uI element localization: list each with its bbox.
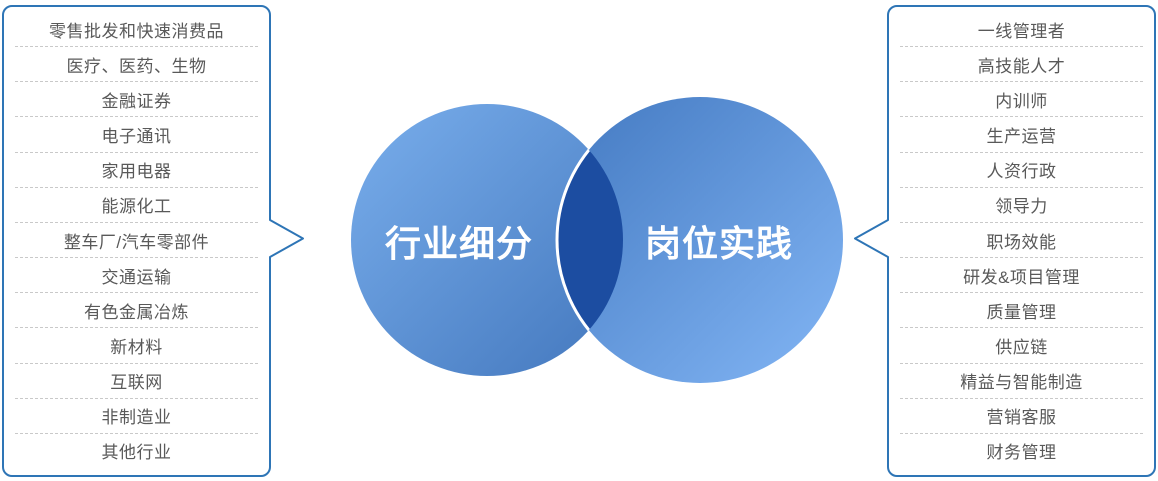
industry-list: 零售批发和快速消费品 医疗、医药、生物 金融证券 电子通讯 家用电器 能源化工 …: [6, 8, 267, 473]
position-item: 职场效能: [900, 221, 1143, 257]
industry-item: 其他行业: [15, 432, 258, 468]
industry-item: 零售批发和快速消费品: [49, 21, 224, 41]
position-item: 人资行政: [900, 151, 1143, 187]
position-item: 内训师: [900, 81, 1143, 116]
position-list: 一线管理者 高技能人才 内训师 生产运营 人资行政 领导力 职场效能 研发&项目…: [891, 8, 1152, 473]
industry-item: 交通运输: [15, 257, 258, 292]
venn-left-circle: [351, 104, 623, 376]
left-callout-box: [2, 5, 304, 477]
right-callout-box: [854, 5, 1156, 477]
industry-item: 医疗、医药、生物: [15, 46, 258, 81]
industry-item: 电子通讯: [15, 116, 258, 151]
industry-item: 家用电器: [15, 151, 258, 187]
position-item: 领导力: [900, 186, 1143, 222]
position-item: 精益与智能制造: [900, 362, 1143, 398]
venn-right-circle: [557, 97, 843, 383]
venn-right-circle-label: 岗位实践: [644, 223, 794, 264]
industry-item: 有色金属冶炼: [15, 292, 258, 327]
venn-overlap-lens: [555, 104, 623, 376]
position-item: 高技能人才: [900, 46, 1143, 81]
industry-item: 非制造业: [15, 397, 258, 433]
position-item: 财务管理: [900, 432, 1143, 468]
industry-item: 新材料: [15, 327, 258, 362]
position-item: 一线管理者: [977, 21, 1066, 41]
position-item: 质量管理: [900, 292, 1143, 327]
position-item: 研发&项目管理: [900, 257, 1143, 292]
industry-item: 金融证券: [15, 81, 258, 116]
position-item: 营销客服: [900, 397, 1143, 433]
position-item: 生产运营: [900, 116, 1143, 151]
industry-item: 整车厂/汽车零部件: [15, 221, 258, 257]
venn-left-circle-label: 行业细分: [384, 223, 534, 264]
position-item: 供应链: [900, 327, 1143, 362]
industry-item: 互联网: [15, 362, 258, 398]
industry-item: 能源化工: [15, 186, 258, 222]
